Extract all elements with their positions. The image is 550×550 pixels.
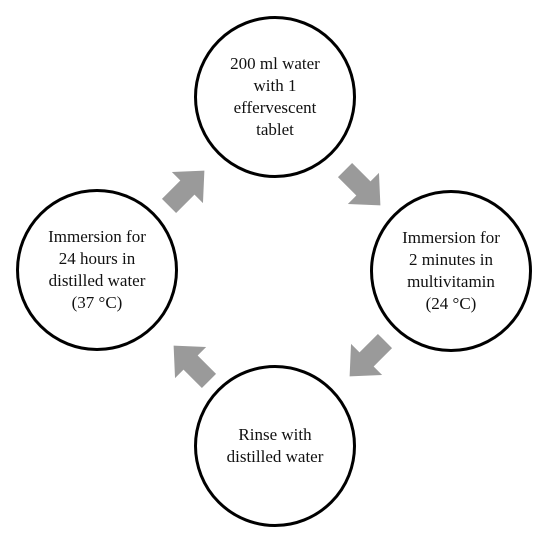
step-label-rinse: Rinse with distilled water <box>226 425 324 466</box>
step-node-multivitamin-immersion: Immersion for 2 minutes in multivitamin … <box>370 190 532 352</box>
step-label-distilled-water-immersion: Immersion for 24 hours in distilled wate… <box>48 227 146 312</box>
arrow-right-to-bottom <box>334 325 401 392</box>
arrow-left-to-top <box>153 155 220 222</box>
step-node-effervescent-tablet: 200 ml water with 1 effervescent tablet <box>194 16 356 178</box>
step-node-rinse: Rinse with distilled water <box>194 365 356 527</box>
step-node-distilled-water-immersion: Immersion for 24 hours in distilled wate… <box>16 189 178 351</box>
step-label-multivitamin-immersion: Immersion for 2 minutes in multivitamin … <box>402 228 500 313</box>
arrow-bottom-to-left <box>158 330 225 397</box>
step-label-effervescent-tablet: 200 ml water with 1 effervescent tablet <box>230 54 320 139</box>
arrow-top-to-right <box>329 154 396 221</box>
